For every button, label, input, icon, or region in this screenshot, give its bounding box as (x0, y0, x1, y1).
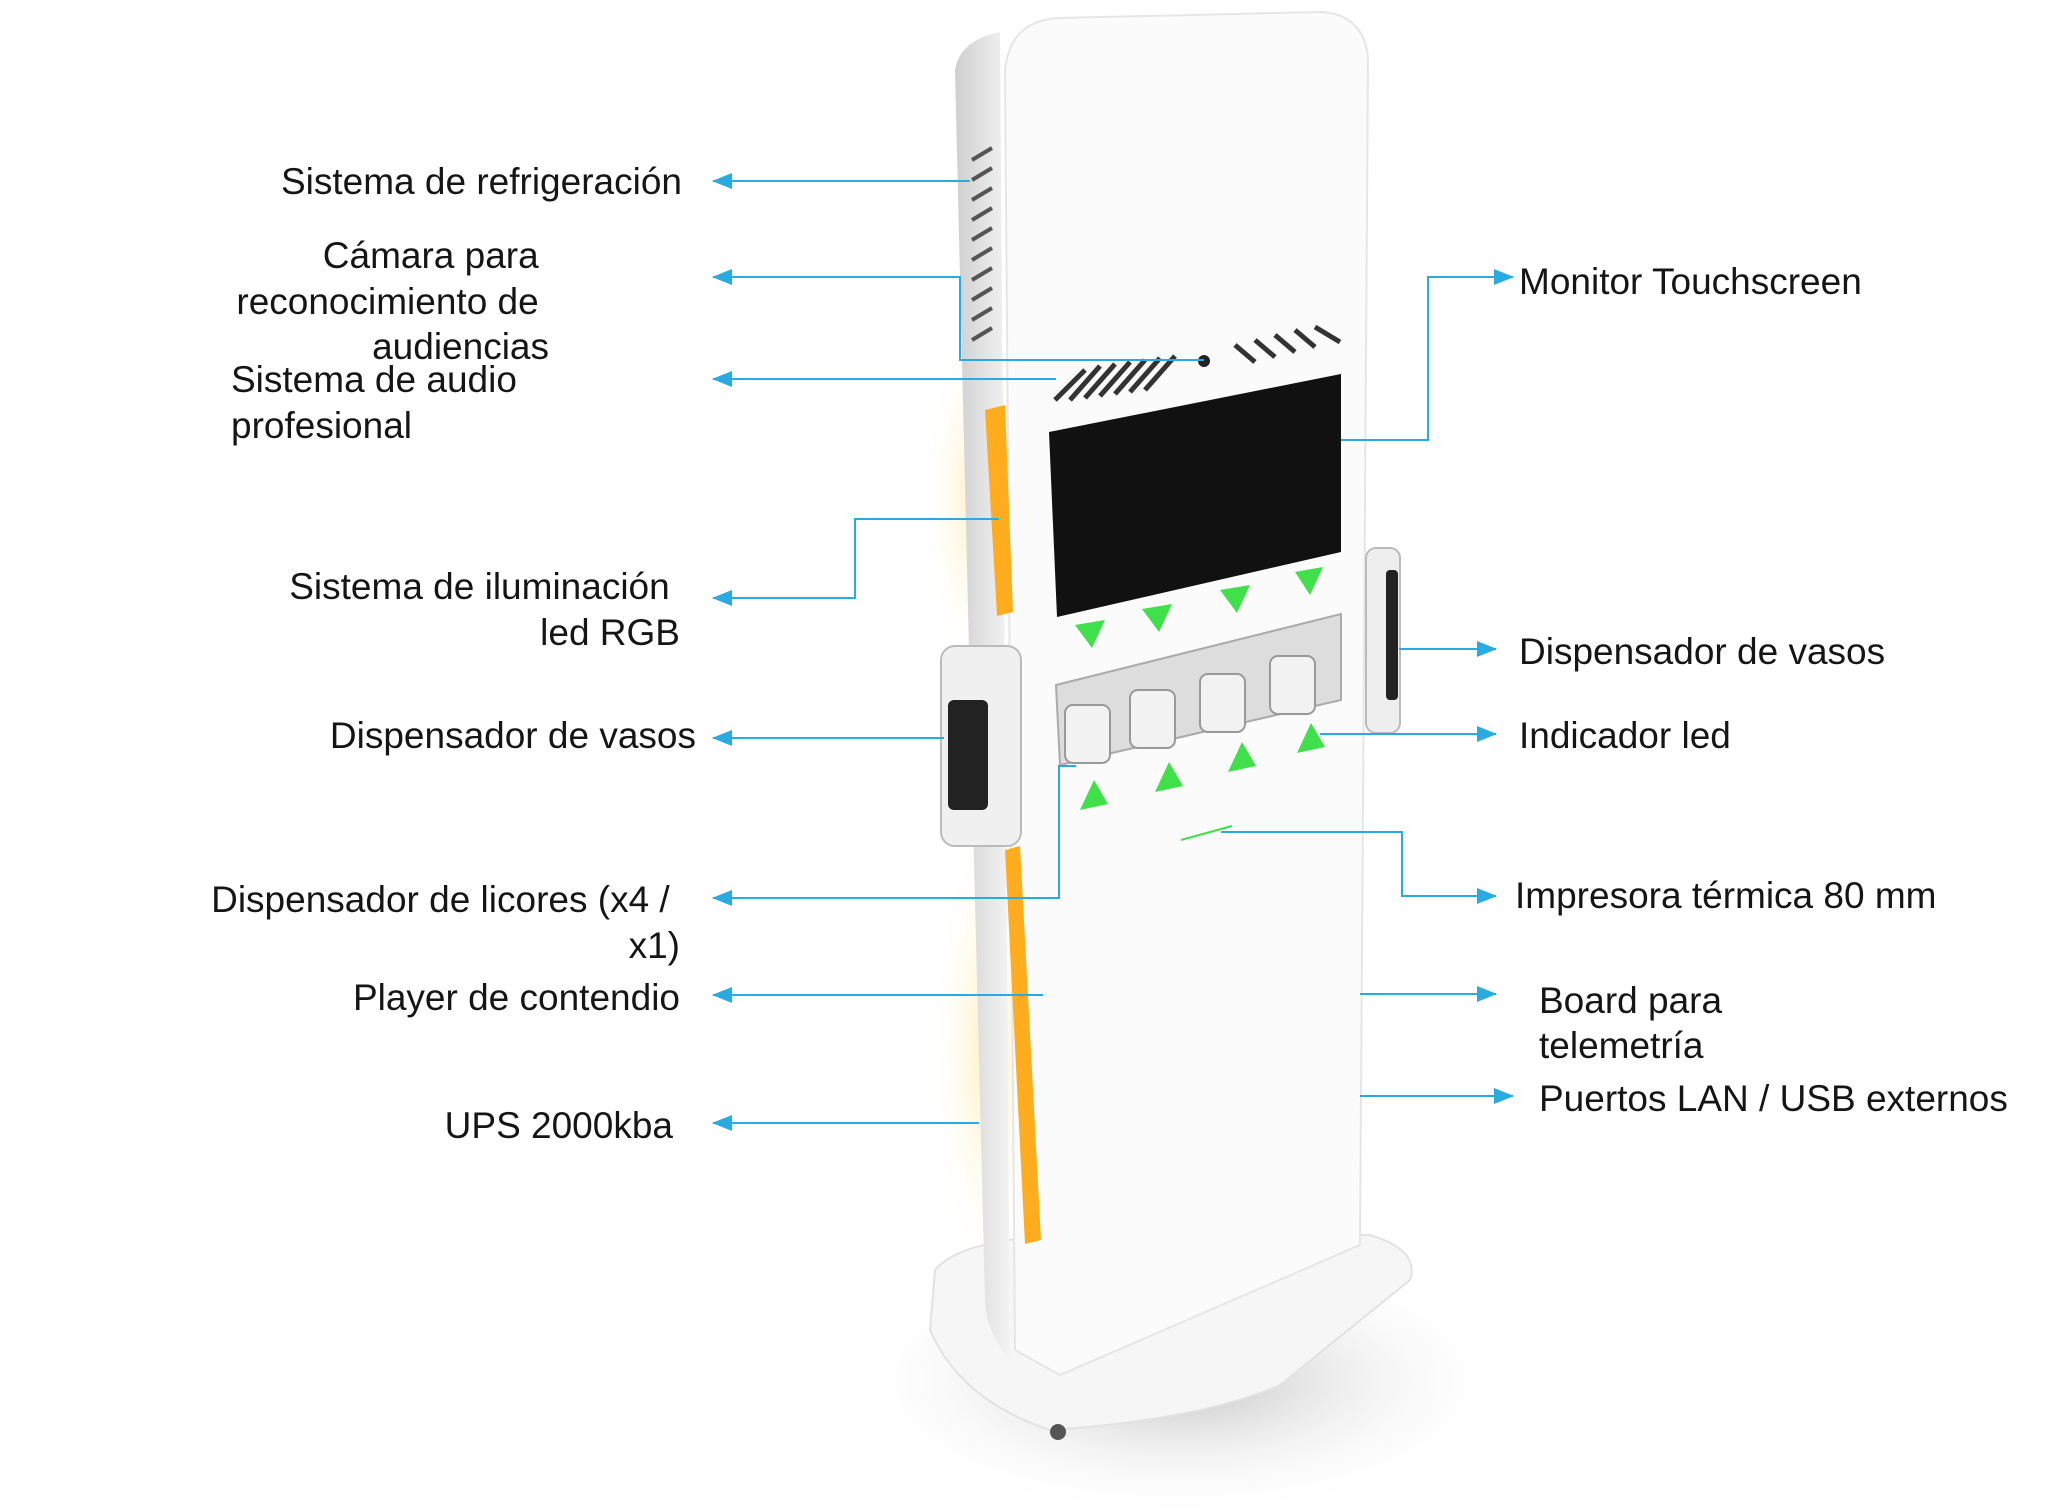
cup-dispenser-right (1365, 547, 1401, 734)
leader-monitor (1341, 269, 1514, 441)
label-camara: Cámara para reconocimiento de audiencias (236, 235, 549, 367)
label-iluminacion: Sistema de iluminación led RGB (289, 566, 680, 653)
label-player: Player de contendio (353, 977, 680, 1018)
liquor-dispenser-tray (1054, 612, 1342, 767)
thermal-printer-slot (1180, 825, 1233, 841)
leader-licores (712, 765, 1076, 906)
label-monitor: Monitor Touchscreen (1519, 261, 1862, 302)
labels-right: Monitor Touchscreen Dispensador de vasos… (1515, 261, 2008, 1119)
label-vasos-left: Dispensador de vasos (330, 715, 696, 756)
label-licores: Dispensador de licores (x4 / x1) (211, 879, 680, 966)
leader-camara (712, 269, 1204, 361)
touchscreen-monitor (1049, 374, 1341, 617)
rgb-strip-upper (985, 405, 1013, 616)
led-indicators (1075, 567, 1325, 810)
label-board: Board para telemetría (1539, 980, 1732, 1066)
label-refrigeracion: Sistema de refrigeración (281, 161, 682, 202)
label-vasos-right: Dispensador de vasos (1519, 631, 1885, 672)
kiosk-illustration (840, 10, 1520, 1511)
leader-impresora (1221, 831, 1497, 904)
label-impresora: Impresora térmica 80 mm (1515, 875, 1937, 916)
label-indicador: Indicador led (1519, 715, 1731, 756)
label-ups: UPS 2000kba (445, 1105, 674, 1146)
liquor-bottles (1064, 655, 1316, 764)
leader-iluminacion (712, 518, 999, 606)
refrigeration-vents (970, 146, 994, 342)
label-audio: Sistema de audio profesional (231, 359, 527, 446)
labels-left: Sistema de refrigeración Cámara para rec… (211, 161, 696, 1146)
speaker-grille (1053, 324, 1342, 402)
base-foot (1050, 1424, 1066, 1440)
cup-dispenser-left (940, 645, 1022, 847)
rgb-strip-lower (1005, 846, 1041, 1244)
leader-lines (712, 173, 1514, 1131)
label-puertos: Puertos LAN / USB externos (1539, 1078, 2008, 1119)
